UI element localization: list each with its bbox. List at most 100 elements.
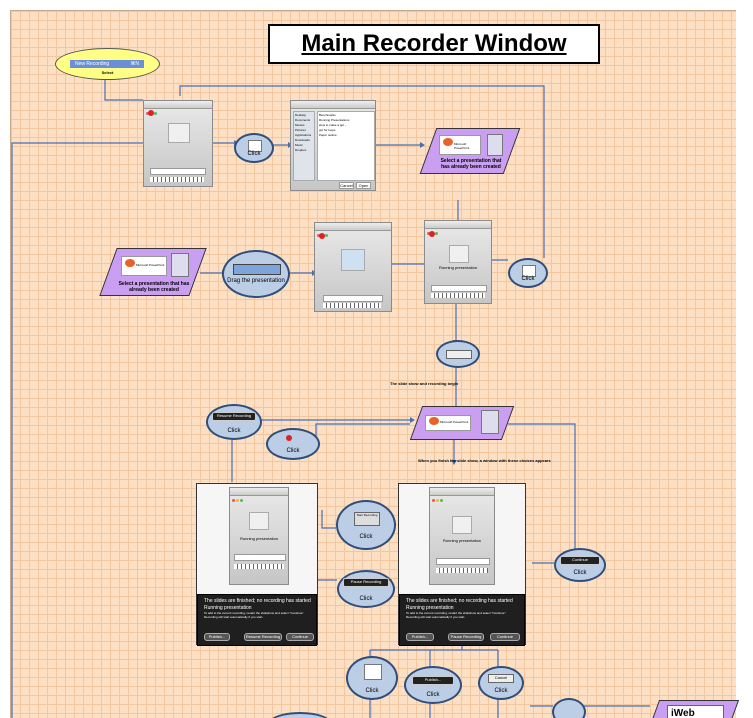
pause-recording-button[interactable]: Pause Recording xyxy=(448,633,484,641)
dialog-title: The slides are finished; no recording ha… xyxy=(406,598,513,604)
finder-sidebar-item[interactable]: Documents xyxy=(295,118,311,122)
dialog-panel-left: The slides are finished; no recording ha… xyxy=(197,594,317,646)
cancel-ellipse[interactable]: Cancel Click xyxy=(478,666,524,700)
dialog-option[interactable]: Running presentation xyxy=(204,605,252,611)
iweb-logo: iWeb xyxy=(667,705,724,718)
level-meter xyxy=(323,303,381,308)
running-presentation-label: Running presentation xyxy=(239,536,279,541)
click-label: Click xyxy=(365,688,379,694)
finder-sidebar-item[interactable]: Dropbox xyxy=(295,148,307,152)
resume-recording-button-thumb: Resume Recording xyxy=(212,412,256,421)
click-label: Click xyxy=(247,151,261,157)
finder-sidebar-item[interactable]: Music xyxy=(295,143,303,147)
audio-select[interactable] xyxy=(234,554,286,561)
record-icon[interactable] xyxy=(429,231,435,237)
start-click-ellipse[interactable]: Click xyxy=(266,428,320,460)
menu-item-highlight[interactable]: New Recording ⌘N xyxy=(70,60,144,68)
click-label: Click xyxy=(573,570,587,576)
dialog-panel-right: The slides are finished; no recording ha… xyxy=(399,594,525,646)
pause-recording-ellipse[interactable]: Pause Recording Click xyxy=(337,570,395,608)
resume-recording-ellipse[interactable]: Resume Recording Click xyxy=(206,404,262,440)
audio-select[interactable] xyxy=(323,295,383,302)
level-meter xyxy=(431,293,485,298)
audio-select[interactable] xyxy=(436,558,490,565)
recorder-window: Running presentation xyxy=(429,487,495,585)
menu-item-shortcut: ⌘N xyxy=(130,61,139,67)
level-meter xyxy=(436,568,488,573)
click-label: Click xyxy=(426,692,440,698)
publish-button[interactable]: Publish... xyxy=(204,633,230,641)
audio-select[interactable] xyxy=(150,168,206,175)
start-recording-ellipse[interactable] xyxy=(436,340,480,368)
level-meter xyxy=(150,177,204,182)
dialog-title: The slides are finished; no recording ha… xyxy=(204,598,311,604)
drop-zone[interactable] xyxy=(341,249,365,271)
finder-sidebar-item[interactable]: Desktop xyxy=(295,113,307,117)
publish-click-ellipse[interactable]: Click xyxy=(346,656,398,700)
click-label: Click xyxy=(286,448,300,454)
ppt-file-icon xyxy=(487,134,503,156)
ppt-select-shape-top: Microsoft PowerPoint Select a presentati… xyxy=(419,128,521,174)
click-ellipse-1[interactable]: Click xyxy=(234,133,274,163)
finder-file-item[interactable]: ppt for loops xyxy=(319,128,336,132)
continue-button[interactable]: Continue xyxy=(286,633,314,641)
finder-file-item[interactable]: How to make a ppt... xyxy=(319,123,347,127)
dialog-body: To add to the current recording, restart… xyxy=(406,611,507,619)
select-presentation-caption: Select a presentation that has already b… xyxy=(440,158,502,170)
start-recording-click-ellipse[interactable]: Start Recording Click xyxy=(336,500,396,550)
ppt-select-shape-left: Microsoft PowerPoint Select a presentati… xyxy=(99,248,207,296)
window-titlebar xyxy=(291,101,375,115)
continue-ellipse[interactable]: Continue Click xyxy=(554,548,606,582)
drag-bar-thumb xyxy=(233,264,281,275)
record-icon xyxy=(286,435,292,441)
bottom-ellipse-right[interactable] xyxy=(552,698,586,718)
finder-file-item[interactable]: Benchmarks xyxy=(319,113,336,117)
powerpoint-logo: Microsoft PowerPoint xyxy=(425,415,471,431)
window-titlebar xyxy=(315,223,391,237)
drag-presentation-ellipse[interactable]: Drag the presentation xyxy=(222,250,290,298)
finder-file-item[interactable]: Paper outline xyxy=(319,133,337,137)
running-presentation-label: Running presentation xyxy=(438,265,478,270)
click-label: Click xyxy=(521,276,535,282)
drop-zone[interactable] xyxy=(168,123,190,143)
page-title: Main Recorder Window xyxy=(268,24,600,64)
continue-button[interactable]: Continue xyxy=(490,633,520,641)
window-titlebar xyxy=(230,488,288,502)
pause-recording-button-thumb: Pause Recording xyxy=(343,578,389,587)
record-icon[interactable] xyxy=(319,233,325,239)
new-recording-menu[interactable]: New Recording ⌘N Select xyxy=(55,48,160,80)
publish-button[interactable]: Publish... xyxy=(406,633,434,641)
powerpoint-logo: Microsoft PowerPoint xyxy=(439,135,481,155)
record-icon[interactable] xyxy=(148,110,154,116)
finder-file-item[interactable]: Running Presentations xyxy=(319,118,350,122)
window-titlebar xyxy=(425,221,491,235)
finder-cancel-button[interactable]: Cancel xyxy=(339,182,354,189)
drag-label: Drag the presentation xyxy=(227,278,285,284)
window-titlebar xyxy=(430,488,494,502)
button-thumb-icon xyxy=(248,140,262,152)
finder-open-button[interactable]: Open xyxy=(356,182,371,189)
audio-select[interactable] xyxy=(431,285,487,292)
finder-sidebar-item[interactable]: Pictures xyxy=(295,128,306,132)
window-titlebar xyxy=(144,101,212,115)
click-label: Click xyxy=(227,428,241,434)
publish-button-ellipse[interactable]: Publish... Click xyxy=(404,666,462,704)
continue-button-thumb: Continue xyxy=(560,556,600,565)
finder-sidebar-item[interactable]: Downloads xyxy=(295,138,310,142)
click-ellipse-2[interactable]: Click xyxy=(508,258,548,288)
start-recording-thumb xyxy=(446,350,472,359)
finder-sidebar-item[interactable]: Applications xyxy=(295,133,312,137)
ppt-slideshow-shape: Microsoft PowerPoint xyxy=(409,406,515,440)
finder-sidebar-item[interactable]: Movies xyxy=(295,123,305,127)
publish-button-thumb: Publish... xyxy=(412,676,454,685)
window-after-slideshow-left: Running presentation The slides are fini… xyxy=(196,483,318,646)
cancel-button-thumb: Cancel xyxy=(488,674,514,683)
iweb-shape: iWeb xyxy=(648,700,740,718)
resume-recording-button[interactable]: Resume Recording xyxy=(244,633,282,641)
dialog-option[interactable]: Running presentation xyxy=(406,605,454,611)
click-label: Click xyxy=(359,534,373,540)
